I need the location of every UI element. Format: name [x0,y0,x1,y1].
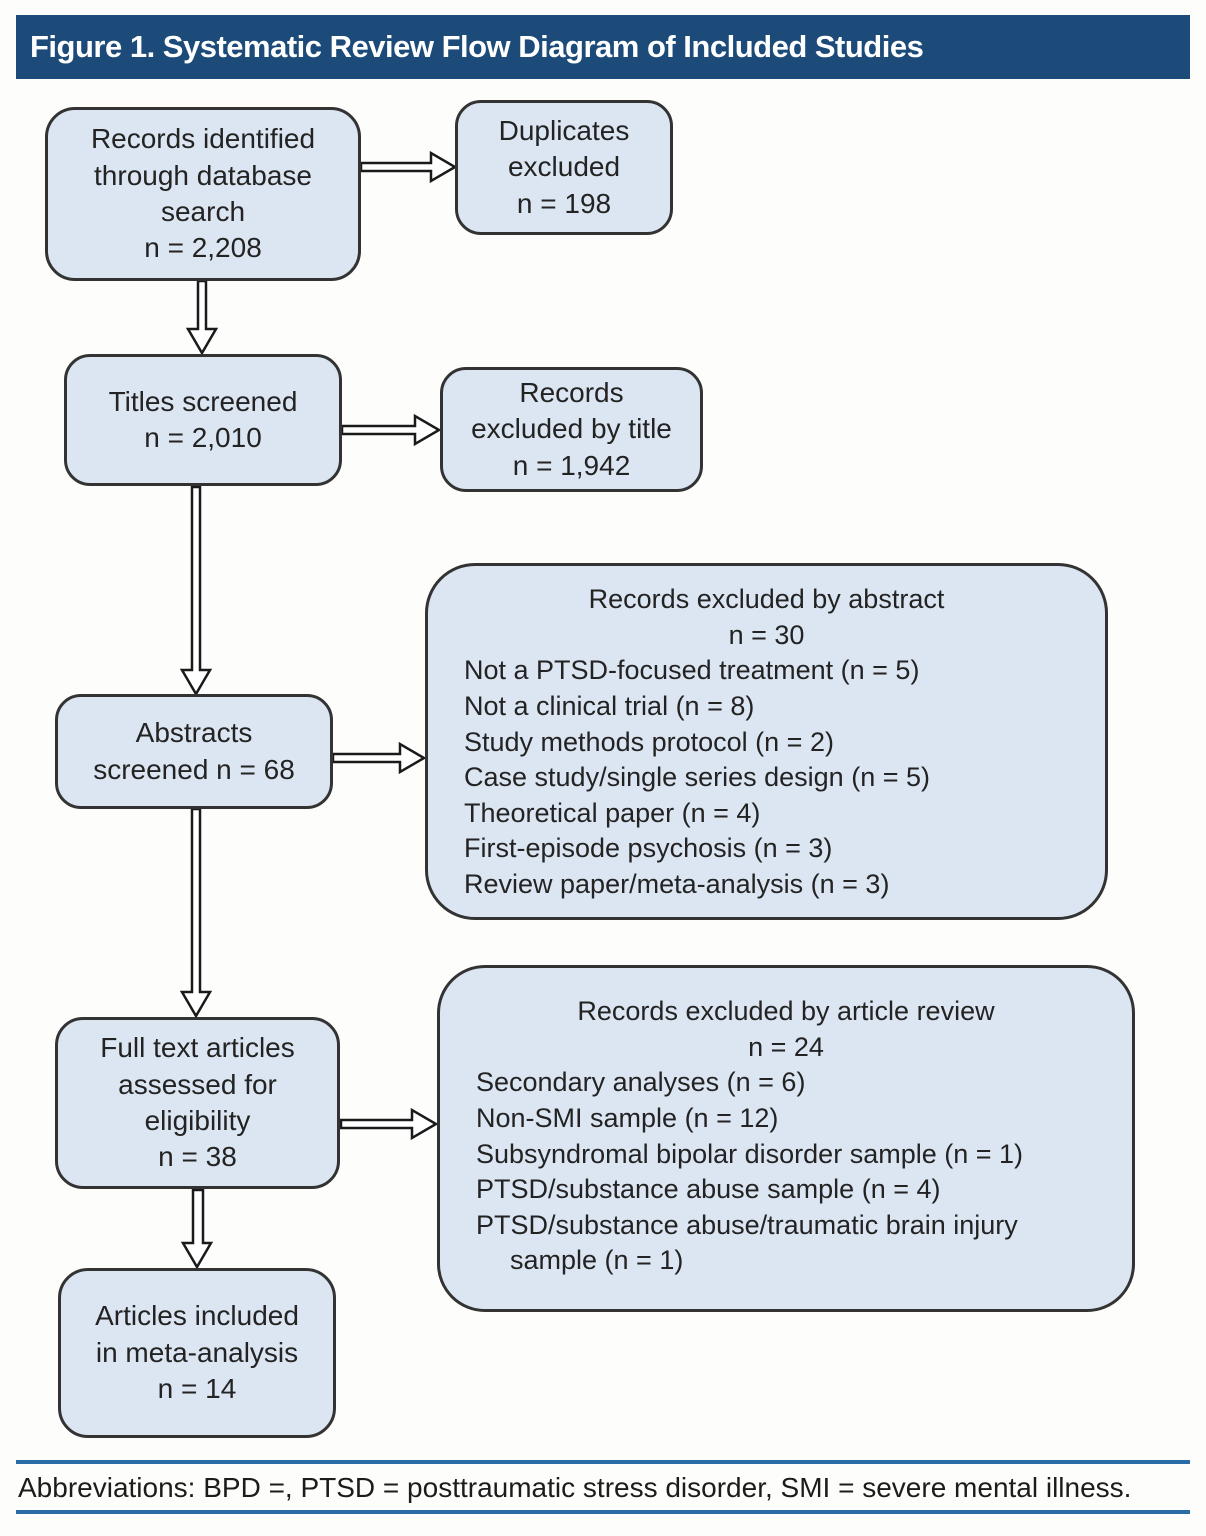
box-text-line: Duplicates [498,114,630,146]
box-text-line: through database [94,159,312,191]
figure-title-bar: Figure 1. Systematic Review Flow Diagram… [16,15,1190,79]
box-text-line: in meta-analysis [95,1336,299,1368]
exclusion-reason: Not a PTSD-focused treatment (n = 5) [464,655,920,686]
box-header-line: n = 24 [748,1031,824,1062]
exclusion-reason: Subsyndromal bipolar disorder sample (n … [476,1138,1024,1169]
box-text-line: search [160,196,246,227]
box-text-line: n = 1,942 [512,449,631,481]
box-records-excluded-by-abstract: Records excluded by abstract n = 30 Not … [425,563,1108,920]
box-text-line: n = 2,208 [144,232,262,264]
arrow-titles-to-abstracts [179,485,213,697]
box-text-line: Records [519,376,624,408]
box-text-line: Full text articles [100,1032,295,1064]
exclusion-reason: Secondary analyses (n = 6) [476,1067,806,1098]
box-duplicates-excluded: Duplicates excluded n = 198 [455,100,673,235]
box-records-identified: Records identified through database sear… [45,107,361,281]
footer-rule-top [16,1460,1190,1464]
box-text-line: excluded by title [471,413,672,445]
box-text-line: excluded [507,151,621,183]
box-text-line: Titles screened [108,385,298,417]
box-header-line: Records excluded by abstract [588,584,945,614]
exclusion-reason: PTSD/substance abuse sample (n = 4) [476,1174,941,1205]
abbreviations-text: Abbreviations: BPD =, PTSD = posttraumat… [18,1472,1132,1503]
arrow-records-to-duplicates [359,150,458,184]
figure-title: Figure 1. Systematic Review Flow Diagram… [30,29,924,64]
exclusion-reason-list: Not a PTSD-focused treatment (n = 5) Not… [428,653,1105,902]
arrow-titles-to-excluded-title [340,413,442,447]
box-header-line: Records excluded by article review [577,996,995,1026]
exclusion-reason: First-episode psychosis (n = 3) [464,833,833,864]
exclusion-reason: Non-SMI sample (n = 12) [476,1102,779,1133]
box-articles-included: Articles included in meta-analysis n = 1… [58,1268,336,1438]
box-text-line: n = 38 [158,1141,237,1173]
box-text-line: eligibility [144,1105,251,1136]
arrow-records-to-titles [185,279,219,356]
exclusion-reason: Review paper/meta-analysis (n = 3) [464,869,890,899]
exclusion-reason: Not a clinical trial (n = 8) [464,690,755,721]
box-text-line: n = 14 [157,1373,237,1405]
box-text-line: n = 198 [516,187,612,219]
exclusion-reason: Theoretical paper (n = 4) [464,797,761,828]
exclusion-reason: Study methods protocol (n = 2) [464,726,834,757]
box-full-text-assessed: Full text articles assessed for eligibil… [55,1017,340,1189]
arrow-fulltext-to-included [180,1188,214,1270]
box-text-line: n = 2,010 [144,422,262,453]
box-text-line: Articles included [95,1300,299,1332]
box-header-line: n = 30 [728,619,805,650]
box-text-line: Abstracts [135,717,253,749]
exclusion-reason: PTSD/substance abuse/traumatic brain inj… [476,1209,1018,1276]
box-abstracts-screened: Abstracts screened n = 68 [55,694,333,809]
exclusion-reason: Case study/single series design (n = 5) [464,762,930,793]
box-titles-screened: Titles screened n = 2,010 [64,354,342,486]
arrow-abstracts-to-excluded-abstract [331,741,427,775]
exclusion-reason-list: Secondary analyses (n = 6) Non-SMI sampl… [440,1065,1132,1279]
arrow-abstracts-to-fulltext [179,807,213,1019]
box-records-excluded-by-article-review: Records excluded by article review n = 2… [437,965,1135,1312]
box-text-line: Records identified [90,123,316,155]
box-text-line: screened n = 68 [93,753,295,785]
box-text-line: assessed for [118,1068,277,1100]
arrow-fulltext-to-excluded-review [339,1107,439,1141]
box-records-excluded-by-title: Records excluded by title n = 1,942 [440,367,703,492]
footer-rule-bottom [16,1510,1190,1514]
